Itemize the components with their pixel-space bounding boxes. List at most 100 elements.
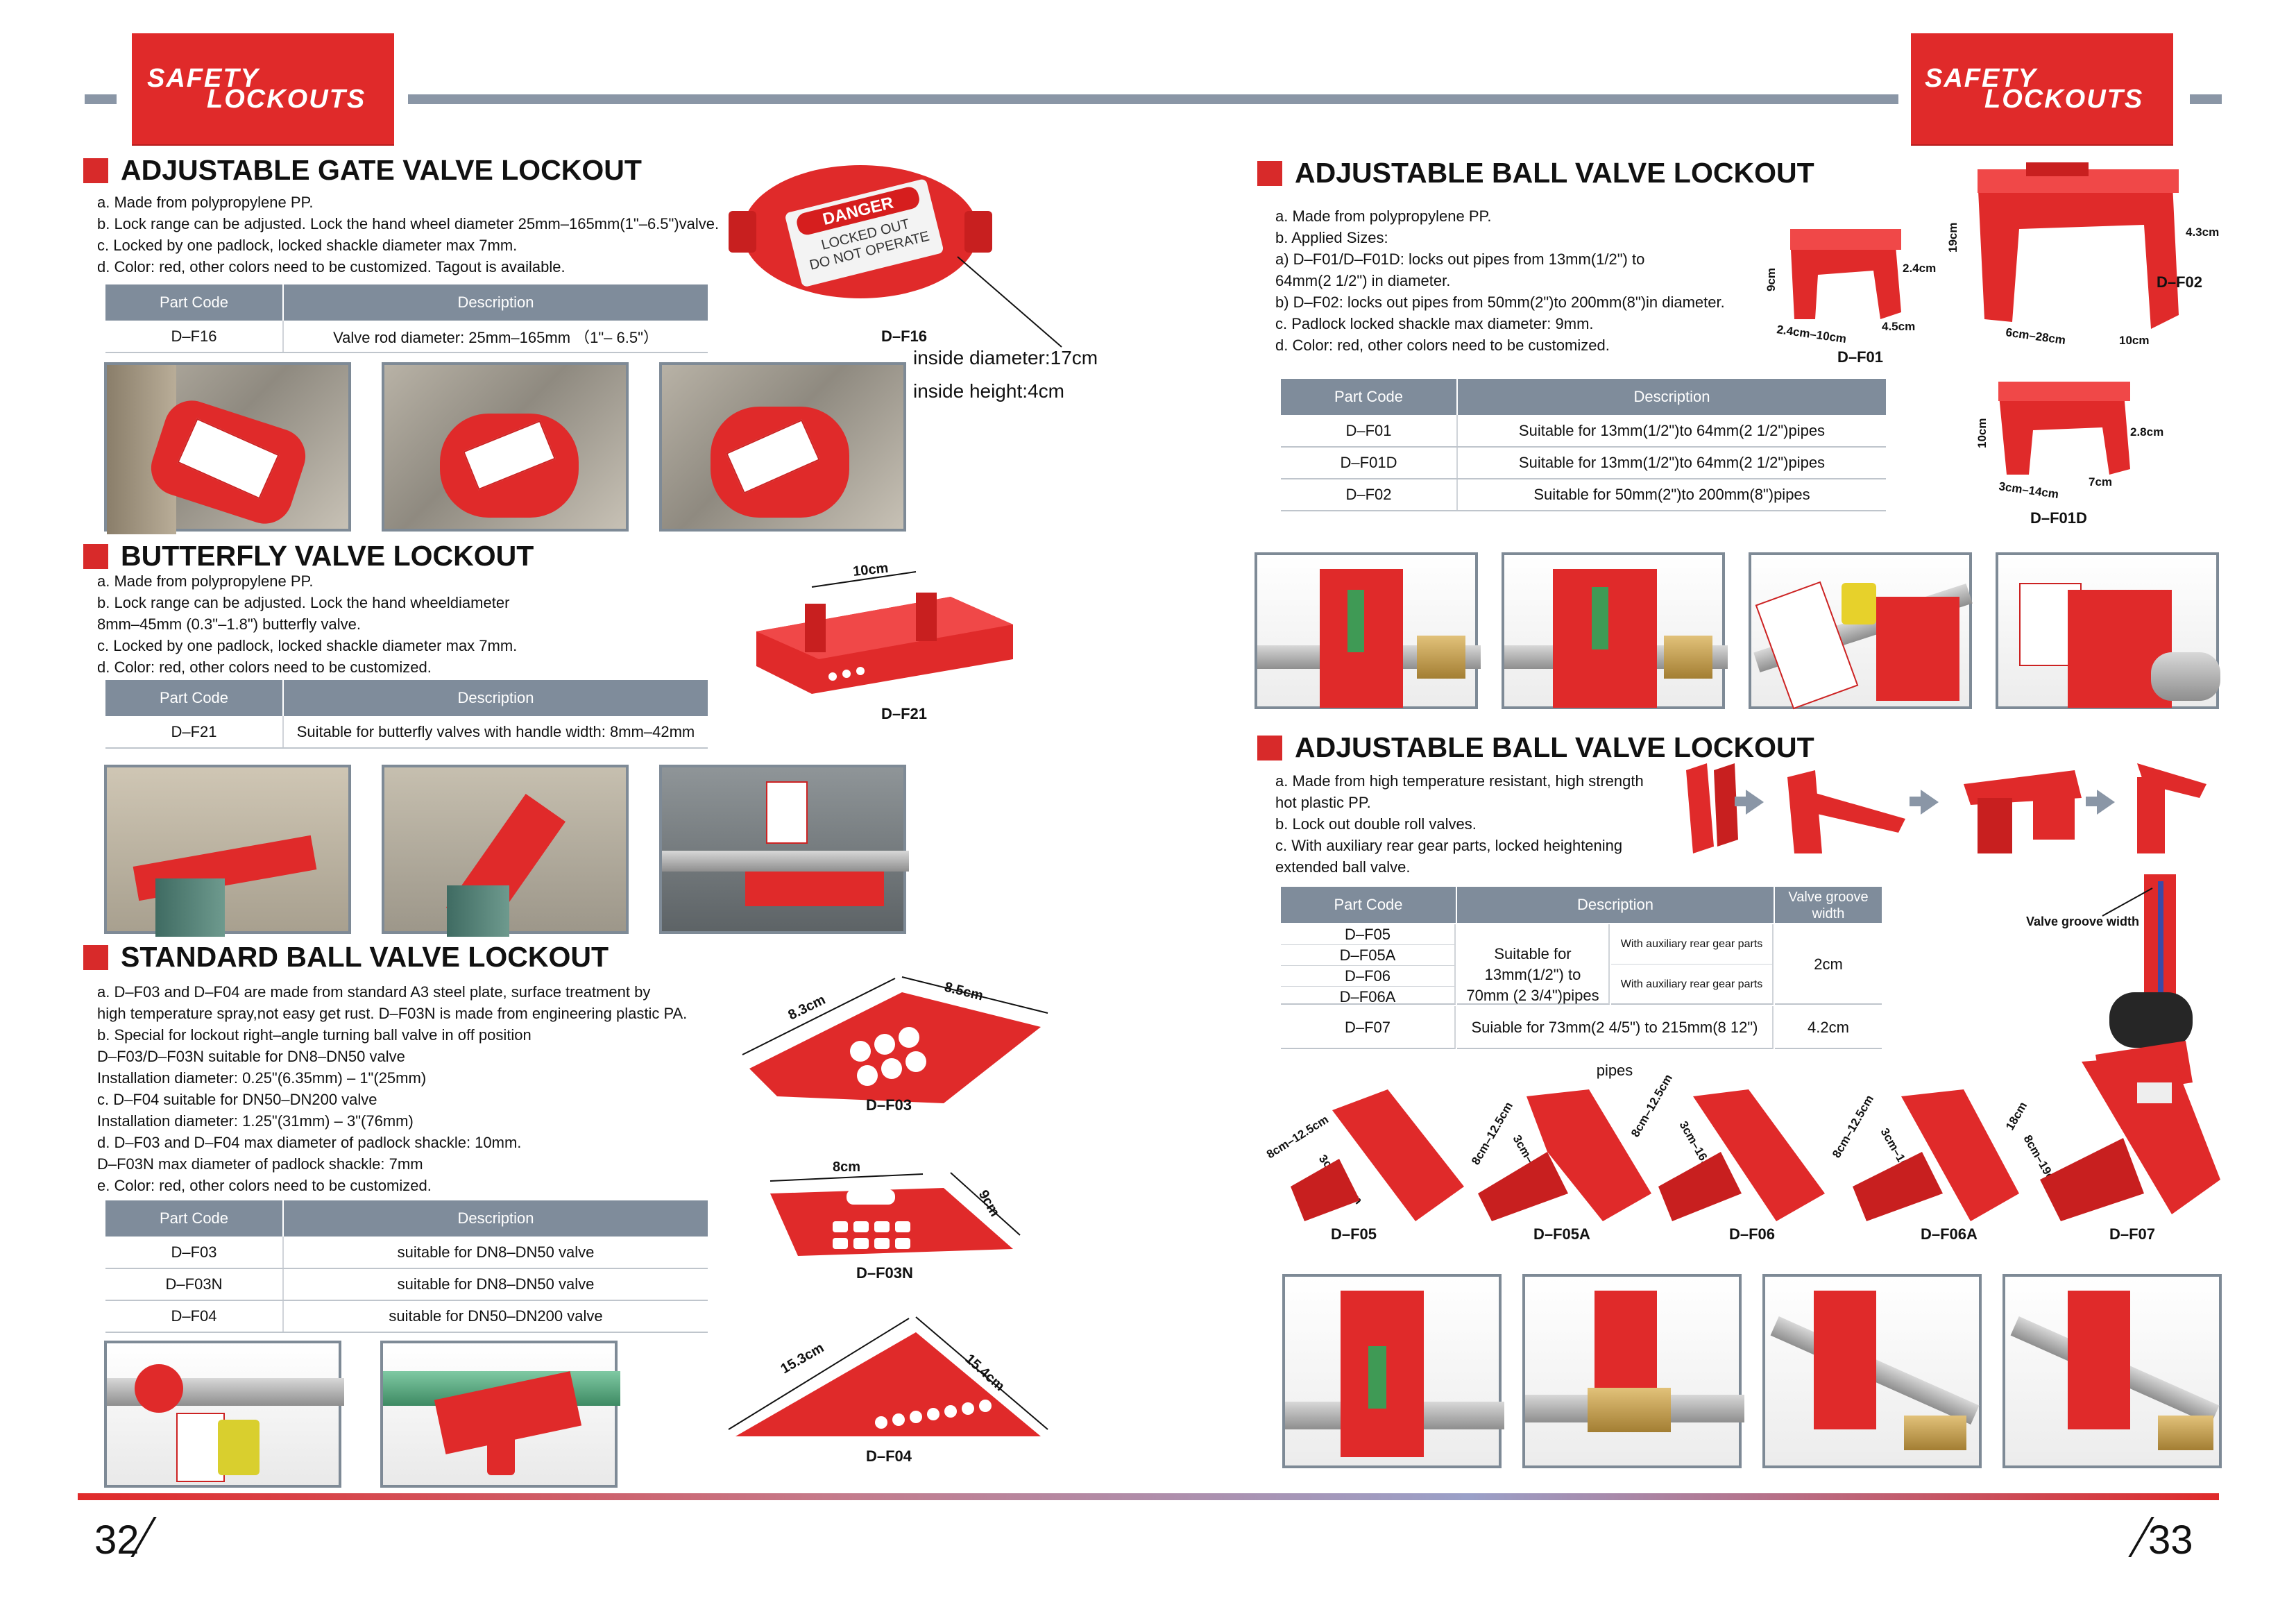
cell: D–F02 bbox=[1281, 479, 1458, 511]
cell: D–F05A bbox=[1281, 945, 1454, 966]
bullet: Installation diameter: 1.25"(31mm) – 3"(… bbox=[97, 1112, 414, 1130]
bullet: c. D–F04 suitable for DN50–DN200 valve bbox=[97, 1091, 377, 1108]
bullet: high temperature spray,not easy get rust… bbox=[97, 1005, 688, 1022]
cell: suitable for DN8–DN50 valve bbox=[283, 1237, 708, 1269]
sequence-step-2 bbox=[1787, 770, 1905, 853]
bullet: D–F03/D–F03N suitable for DN8–DN50 valve bbox=[97, 1048, 405, 1065]
ball2-title-text: ADJUSTABLE BALL VALVE LOCKOUT bbox=[1295, 731, 1814, 763]
bullet: b) D–F02: locks out pipes from 50mm(2")t… bbox=[1275, 294, 1725, 311]
th-description: Description bbox=[1457, 379, 1886, 415]
f07-code-label: D–F07 bbox=[2109, 1225, 2156, 1243]
ball1-bullets: a. Made from polypropylene PP. b. Applie… bbox=[1275, 205, 1725, 356]
f04-product-image: 15.3cm 15.4cm bbox=[728, 1316, 1048, 1436]
standard-photo-2 bbox=[380, 1341, 620, 1488]
f05-product-image: 8cm–12.5cm 3cm–10cm bbox=[1264, 1089, 1464, 1221]
header-bar-left-a bbox=[85, 94, 117, 104]
f06a-code-label: D–F06A bbox=[1921, 1225, 1978, 1243]
gate-note-height: inside height:4cm bbox=[913, 380, 1064, 402]
aux-1: With auxiliary rear gear parts bbox=[1611, 924, 1774, 965]
sequence-step-1 bbox=[1686, 763, 1738, 853]
butterfly-product-image: 10cm bbox=[756, 561, 1013, 694]
butterfly-title-text: BUTTERFLY VALVE LOCKOUT bbox=[121, 540, 534, 572]
th-part-code: Part Code bbox=[105, 284, 284, 321]
f01d-dim4: 7cm bbox=[2089, 475, 2112, 488]
bullet: a. Made from high temperature resistant,… bbox=[1275, 772, 1644, 790]
f05-code-label: D–F05 bbox=[1331, 1225, 1377, 1243]
f05a-code-label: D–F05A bbox=[1533, 1225, 1590, 1243]
bullet: d. D–F03 and D–F04 max diameter of padlo… bbox=[97, 1134, 522, 1151]
th-part-code: Part Code bbox=[1281, 379, 1458, 415]
bullet: d. Color: red, other colors need to be c… bbox=[97, 658, 432, 676]
ball2-sequence bbox=[1679, 756, 2213, 860]
logo-line1: SAFETY bbox=[1925, 64, 2037, 93]
cell: Suitable for butterfly valves with handl… bbox=[283, 716, 708, 749]
gate-product-image: DANGER LOCKED OUT DO NOT OPERATE bbox=[729, 165, 992, 298]
ball1-title-text: ADJUSTABLE BALL VALVE LOCKOUT bbox=[1295, 157, 1814, 189]
f01-dim3: 2.4cm–10cm bbox=[1776, 323, 1847, 346]
cell: D–F01 bbox=[1281, 415, 1458, 448]
f02-dim2: 4.3cm bbox=[2186, 226, 2219, 239]
f03n-code-label: D–F03N bbox=[856, 1264, 913, 1282]
gate-title: ADJUSTABLE GATE VALVE LOCKOUT bbox=[83, 154, 642, 187]
f04-dim1: 15.3cm bbox=[779, 1340, 827, 1377]
bullet: b. Lock out double roll valves. bbox=[1275, 815, 1477, 833]
f07-dim1: 18cm bbox=[2003, 1100, 2030, 1132]
page-number-text: 33 bbox=[2148, 1518, 2193, 1563]
ball2-title: ADJUSTABLE BALL VALVE LOCKOUT bbox=[1257, 731, 1814, 764]
f06a-product-image: 8cm–12.5cm 3cm–16cm bbox=[1830, 1089, 2019, 1221]
cell: D–F03 bbox=[105, 1237, 284, 1269]
desc-b: Suiable for 73mm(2 4/5") to 215mm(8 12")… bbox=[1457, 1006, 1774, 1079]
bullet: a. Made from polypropylene PP. bbox=[97, 572, 314, 590]
cell: D–F03N bbox=[105, 1268, 284, 1301]
f03-product-image: 8.3cm 8.5cm bbox=[742, 976, 1048, 1103]
standard-title-text: STANDARD BALL VALVE LOCKOUT bbox=[121, 941, 609, 973]
f03-code-label: D–F03 bbox=[866, 1096, 912, 1114]
f01-dim4: 4.5cm bbox=[1882, 320, 1915, 333]
title-marker bbox=[83, 544, 108, 569]
th-description: Description bbox=[1457, 887, 1774, 923]
title-marker bbox=[1257, 161, 1282, 186]
th-description: Description bbox=[283, 284, 708, 321]
bullet: extended ball valve. bbox=[1275, 858, 1411, 876]
bullet: Installation diameter: 0.25"(6.35mm) – 1… bbox=[97, 1069, 427, 1087]
ball2-photo-1 bbox=[1282, 1274, 1504, 1468]
th-part-code: Part Code bbox=[105, 680, 284, 716]
width-a: 2cm bbox=[1775, 924, 1882, 1005]
f01d-dim2: 2.8cm bbox=[2130, 425, 2163, 439]
bullet: hot plastic PP. bbox=[1275, 794, 1371, 811]
ball1-photo-2 bbox=[1502, 552, 1728, 709]
ball2-photo-4 bbox=[2002, 1274, 2222, 1468]
cell: Suitable for 13mm(1/2")to 64mm(2 1/2")pi… bbox=[1457, 447, 1886, 479]
bullet: a. D–F03 and D–F04 are made from standar… bbox=[97, 983, 651, 1001]
f06a-dim1: 8cm–12.5cm bbox=[1830, 1093, 1876, 1160]
cell: D–F16 bbox=[105, 321, 284, 353]
f03n-dim2: 9cm bbox=[976, 1188, 1003, 1220]
cell: D–F05 bbox=[1281, 924, 1454, 945]
sequence-step-3 bbox=[1964, 770, 2082, 853]
f01-dim1: 9cm bbox=[1764, 268, 1778, 291]
ball2-photo-3 bbox=[1762, 1274, 1982, 1468]
th-groove-width: Valve groove width bbox=[1775, 887, 1882, 923]
f02-dim3: 6cm–28cm bbox=[2005, 325, 2066, 347]
cell: D–F04 bbox=[105, 1300, 284, 1333]
arrow-icon bbox=[1921, 790, 1939, 815]
f06-code-label: D–F06 bbox=[1729, 1225, 1776, 1243]
bullet: a. Made from polypropylene PP. bbox=[97, 194, 314, 211]
f05a-dim1: 8cm–12.5cm bbox=[1469, 1100, 1515, 1167]
title-marker bbox=[1257, 736, 1282, 760]
logo-line1: SAFETY bbox=[147, 64, 260, 93]
bullet: c. Padlock locked shackle max diameter: … bbox=[1275, 315, 1594, 332]
bullet: c. Locked by one padlock, locked shackle… bbox=[97, 237, 518, 254]
header-bar-left-b bbox=[408, 94, 1898, 104]
ball1-photo-3 bbox=[1749, 552, 1973, 710]
f02-dim1: 19cm bbox=[1946, 223, 1959, 253]
bullet: b. Applied Sizes: bbox=[1275, 229, 1388, 246]
f01d-dim3: 3cm–14cm bbox=[1998, 479, 2059, 501]
f01-dim2: 2.4cm bbox=[1903, 262, 1936, 275]
